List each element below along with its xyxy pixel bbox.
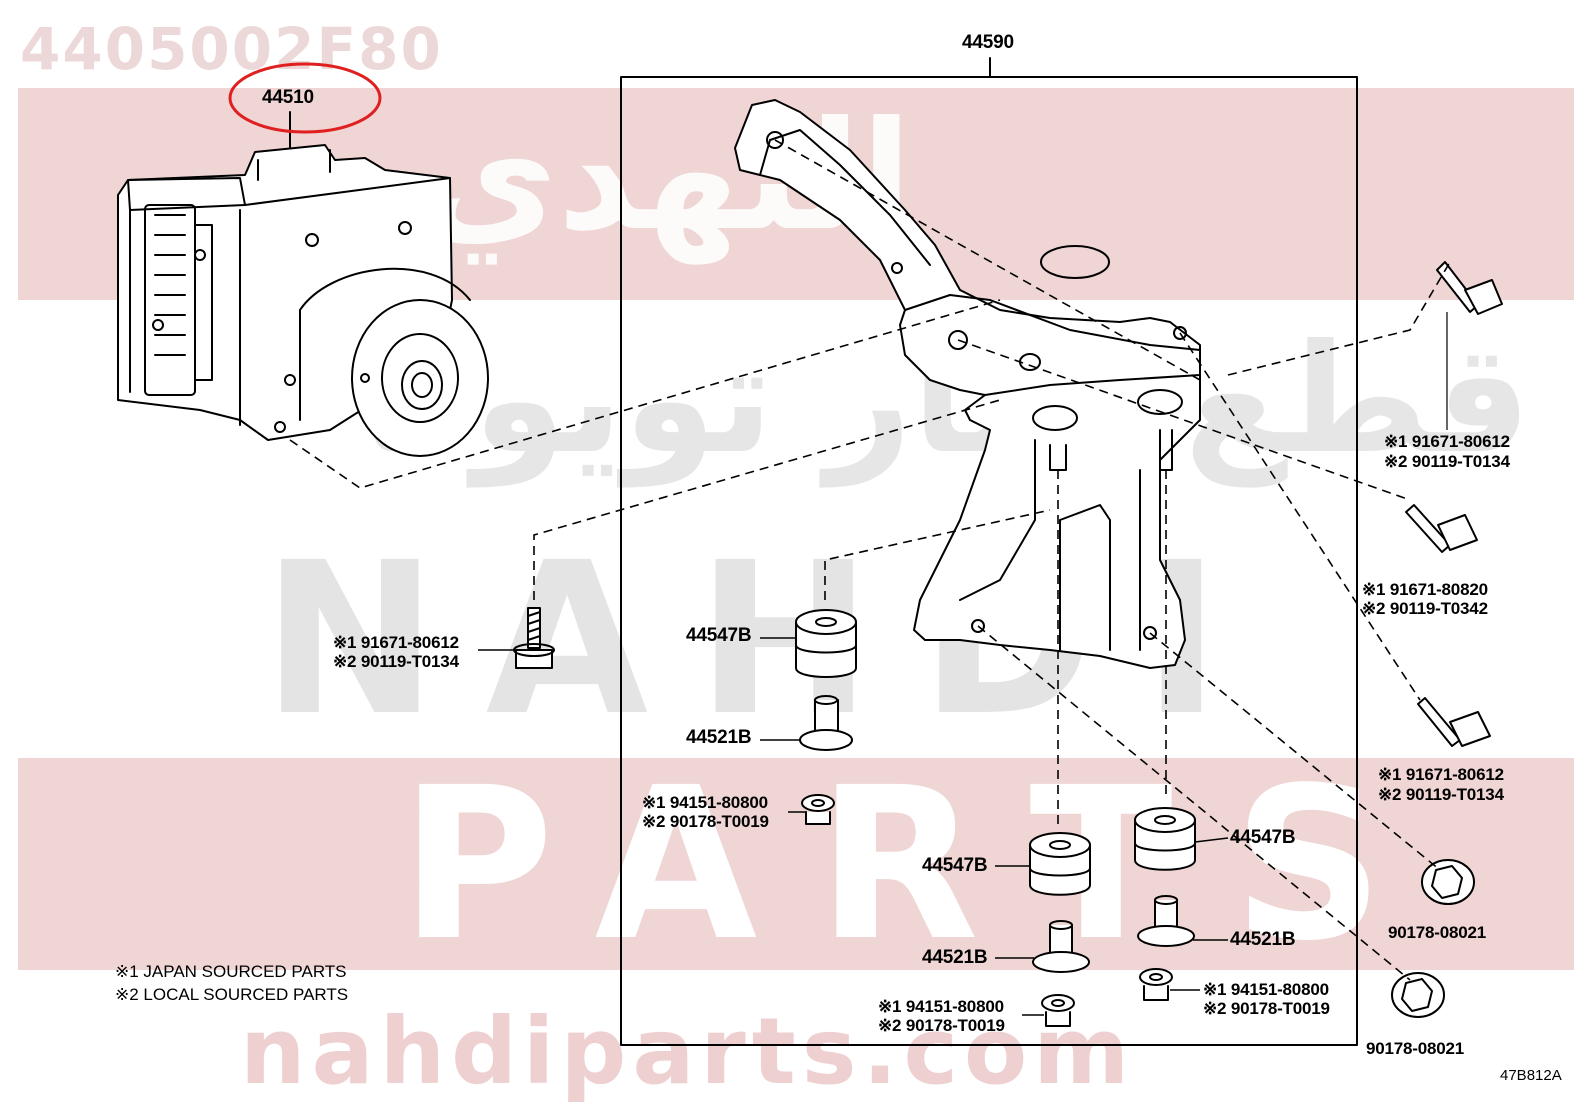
- highlight-circle: [228, 62, 382, 134]
- legend-local: ※2 LOCAL SOURCED PARTS: [115, 985, 349, 1004]
- watermark-brand-parts: PARTS: [400, 742, 1444, 987]
- watermark-part-number: 4405002F80: [20, 15, 443, 83]
- callout-nut-bottom-left-b[interactable]: ※2 90178-T0019: [878, 1016, 1005, 1035]
- nut-right-drawings: [1391, 859, 1475, 1018]
- callout-right-bolt-3-a[interactable]: ※1 91671-80612: [1378, 765, 1504, 784]
- installation-lines: [289, 139, 1451, 981]
- label-cushion-mid-right[interactable]: 44547B: [1230, 827, 1296, 848]
- callout-right-bolt-1-a[interactable]: ※1 91671-80612: [1384, 432, 1510, 451]
- callout-nut-bottom-right-b[interactable]: ※2 90178-T0019: [1203, 999, 1330, 1018]
- label-collar-low-right[interactable]: 44521B: [1230, 929, 1296, 950]
- label-nut-right-2[interactable]: 90178-08021: [1366, 1039, 1465, 1058]
- label-nut-right-1[interactable]: 90178-08021: [1388, 923, 1487, 942]
- watermark-site: nahdiparts.com: [240, 998, 1136, 1105]
- diagram-code: 47B812A: [1500, 1067, 1562, 1084]
- cushion-collar-drawings: [795, 609, 1196, 973]
- callout-left-bolt-2[interactable]: ※2 90119-T0134: [333, 652, 459, 671]
- label-actuator-44510[interactable]: 44510: [262, 87, 314, 108]
- callout-right-bolt-3-b[interactable]: ※2 90119-T0134: [1378, 785, 1504, 804]
- watermark-band-bottom: [18, 758, 1574, 970]
- callout-right-bolt-2-a[interactable]: ※1 91671-80820: [1362, 580, 1488, 599]
- callout-right-bolt-1-b[interactable]: ※2 90119-T0134: [1384, 452, 1510, 471]
- flange-nut-drawings: [801, 794, 1173, 1027]
- bracket-drawing: [734, 99, 1201, 669]
- callout-nut-bottom-right-a[interactable]: ※1 94151-80800: [1203, 980, 1329, 999]
- bolt-right-drawings: [1405, 261, 1503, 747]
- bolt-left-drawing: [513, 607, 555, 669]
- label-collar-upper[interactable]: 44521B: [686, 727, 752, 748]
- callout-nut-bottom-left-a[interactable]: ※1 94151-80800: [878, 997, 1004, 1016]
- callout-nut-upper-a[interactable]: ※1 94151-80800: [642, 793, 768, 812]
- label-collar-low-left[interactable]: 44521B: [922, 947, 988, 968]
- callout-nut-upper-b[interactable]: ※2 90178-T0019: [642, 812, 769, 831]
- legend-japan: ※1 JAPAN SOURCED PARTS: [115, 962, 347, 981]
- abs-actuator-drawing: [117, 144, 489, 457]
- label-cushion-mid-left[interactable]: 44547B: [922, 855, 988, 876]
- leader-lines: [478, 312, 1448, 1016]
- label-cushion-upper[interactable]: 44547B: [686, 625, 752, 646]
- label-assembly-44590[interactable]: 44590: [962, 32, 1014, 53]
- callout-right-bolt-2-b[interactable]: ※2 90119-T0342: [1362, 599, 1488, 618]
- callout-left-bolt-1[interactable]: ※1 91671-80612: [333, 633, 459, 652]
